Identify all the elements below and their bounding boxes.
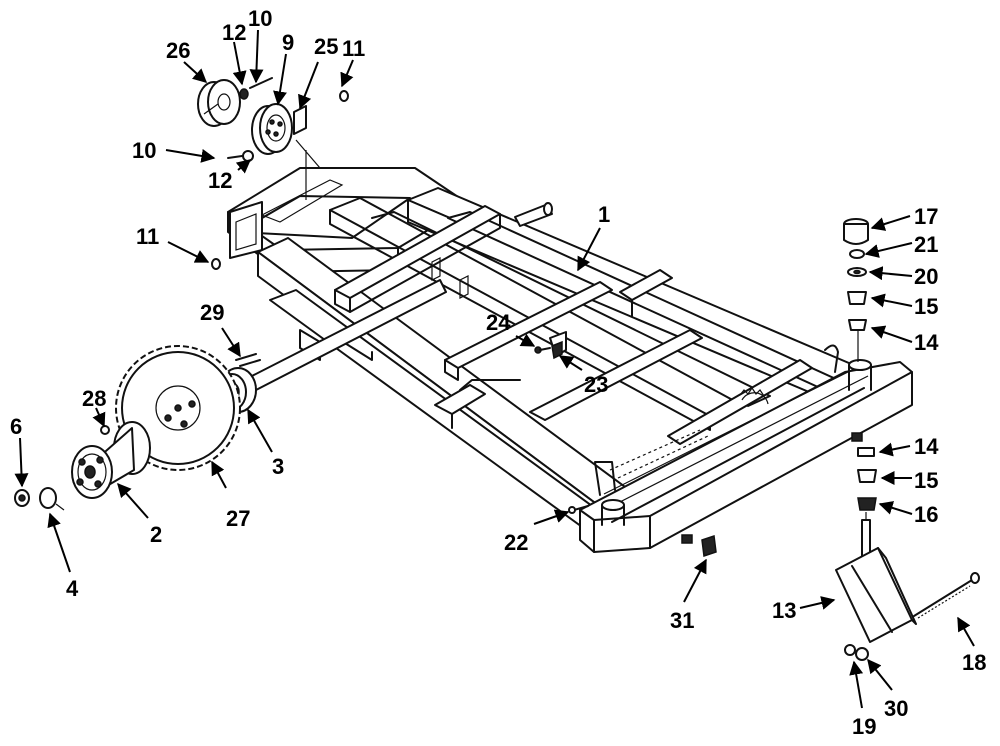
key-29 bbox=[235, 353, 261, 367]
sprocket bbox=[115, 345, 241, 471]
callout-13: 13 bbox=[772, 598, 796, 623]
callout-30: 30 bbox=[884, 696, 908, 721]
leader-arrows bbox=[14, 29, 975, 709]
callout-6: 6 bbox=[10, 414, 22, 439]
callout-24: 24 bbox=[486, 310, 511, 335]
callout-15-top: 15 bbox=[914, 294, 938, 319]
callout-17: 17 bbox=[914, 204, 938, 229]
callout-3: 3 bbox=[272, 454, 284, 479]
callout-15-bottom: 15 bbox=[914, 468, 938, 493]
callout-19: 19 bbox=[852, 714, 876, 739]
callout-28: 28 bbox=[82, 386, 106, 411]
callout-14-bottom: 14 bbox=[914, 434, 939, 459]
callout-14-top: 14 bbox=[914, 330, 939, 355]
pin-22 bbox=[568, 505, 589, 514]
caster-fork bbox=[835, 519, 917, 643]
callout-22: 22 bbox=[504, 530, 528, 555]
plug-31 bbox=[701, 534, 717, 558]
caster-axle-bolt bbox=[844, 572, 980, 661]
callout-labels: 1 2 3 4 6 9 10 10 11 11 12 12 13 14 14 1… bbox=[10, 6, 986, 739]
callout-16: 16 bbox=[914, 502, 938, 527]
bolt-washer-set bbox=[211, 77, 349, 270]
callout-12-top: 12 bbox=[222, 20, 246, 45]
callout-10-left: 10 bbox=[132, 138, 156, 163]
pulley-large bbox=[251, 103, 293, 155]
callout-11-left: 11 bbox=[136, 224, 159, 249]
callout-27: 27 bbox=[226, 506, 250, 531]
callout-26: 26 bbox=[166, 38, 190, 63]
callout-20: 20 bbox=[914, 264, 938, 289]
callout-10-top: 10 bbox=[248, 6, 272, 31]
callout-11-top: 11 bbox=[342, 36, 365, 61]
hub-cap bbox=[39, 487, 65, 511]
callout-9: 9 bbox=[282, 30, 294, 55]
callout-29: 29 bbox=[200, 300, 224, 325]
nut bbox=[14, 489, 30, 507]
clip-23 bbox=[549, 331, 567, 360]
screw-24 bbox=[534, 346, 551, 354]
callout-12-bottom: 12 bbox=[208, 168, 232, 193]
callout-23: 23 bbox=[584, 372, 608, 397]
callout-2: 2 bbox=[150, 522, 162, 547]
callout-25: 25 bbox=[314, 34, 338, 59]
wheel-hub bbox=[71, 421, 151, 499]
pulley-small bbox=[197, 79, 241, 127]
callout-18: 18 bbox=[962, 650, 986, 675]
frame-assembly bbox=[227, 167, 913, 553]
pulley-bracket bbox=[293, 105, 321, 200]
callout-31: 31 bbox=[670, 608, 694, 633]
caster-top-stack bbox=[843, 218, 869, 362]
callout-21: 21 bbox=[914, 232, 938, 257]
callout-4: 4 bbox=[66, 576, 79, 601]
callout-1: 1 bbox=[598, 202, 610, 227]
